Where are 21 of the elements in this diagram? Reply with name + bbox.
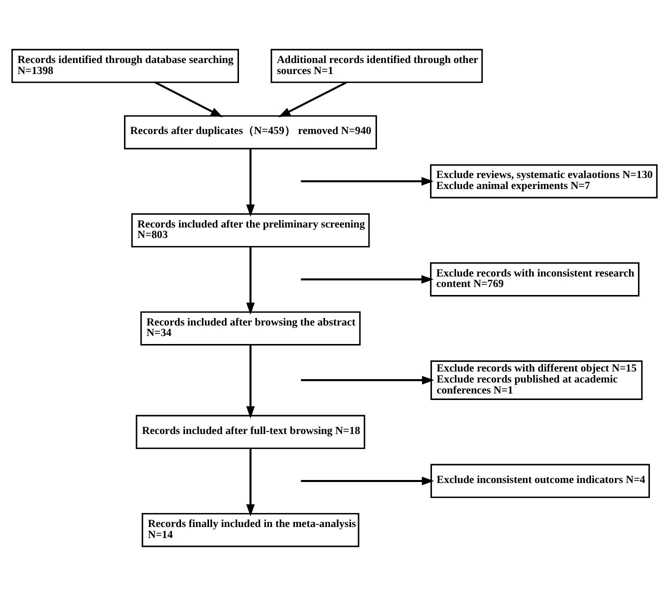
node-box: Records included after full-text browsing N=18 bbox=[136, 414, 366, 450]
node-box: Records included after the preliminary screening N=803 bbox=[131, 213, 370, 248]
arrow bbox=[246, 344, 255, 418]
node-box: Exclude records with inconsistent research content N=769 bbox=[430, 262, 640, 296]
arrow bbox=[300, 177, 434, 186]
arrow bbox=[300, 376, 434, 384]
node-box: Records after duplicates（N=459） removed N=940 bbox=[124, 115, 377, 150]
arrow bbox=[246, 246, 255, 315]
arrow bbox=[246, 448, 255, 516]
arrow bbox=[300, 275, 434, 284]
node-box: Records identified through database searching N=1398 bbox=[11, 48, 239, 84]
node-box: Exclude records with different object N=15 Exclude records published at academic conferences N=1 bbox=[430, 360, 643, 400]
node-box: Exclude reviews, systematic evalaotions N=130 Exclude animal experiments N=7 bbox=[430, 164, 658, 198]
node-box: Exclude inconsistent outcome indicators N=4 bbox=[430, 464, 650, 498]
node-box: Records finally included in the meta-analysis N=14 bbox=[142, 512, 360, 548]
arrow bbox=[300, 476, 434, 486]
arrow bbox=[154, 81, 223, 118]
node-box: Records included after browsing the abstract N=34 bbox=[140, 311, 361, 346]
arrow bbox=[278, 81, 347, 118]
node-box: Additional records identified through other sources N=1 bbox=[270, 48, 483, 84]
arrow bbox=[246, 148, 255, 217]
